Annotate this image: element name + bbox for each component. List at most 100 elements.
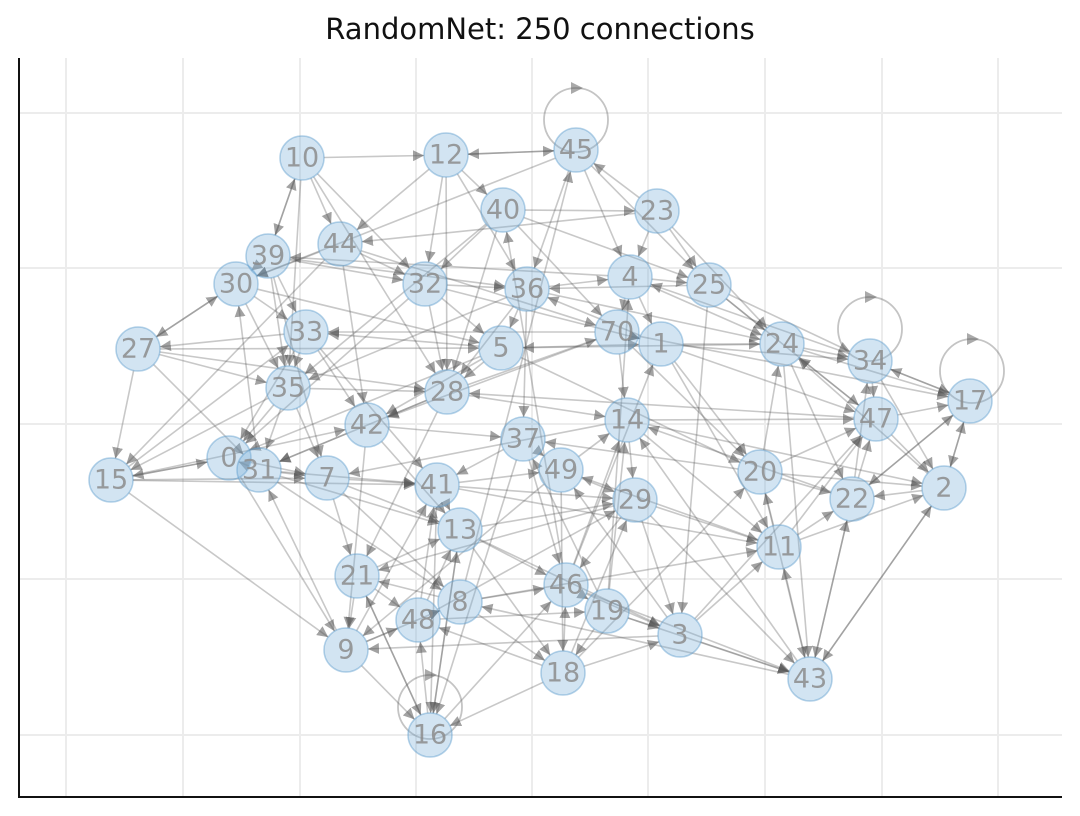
edge-3-to-9 xyxy=(367,635,659,655)
node-48: 48 xyxy=(395,597,441,643)
edge-48-to-19 xyxy=(439,607,586,620)
node-34: 34 xyxy=(847,338,893,384)
edge-27-to-35 xyxy=(159,353,267,386)
edge-33-to-27 xyxy=(159,333,285,352)
edge-5-to-0 xyxy=(249,355,481,451)
edge-18-to-48 xyxy=(438,626,543,667)
node-17: 17 xyxy=(947,378,993,424)
edge-23-to-24 xyxy=(671,226,768,329)
node-label: 7 xyxy=(318,463,335,494)
edge-30-to-39 xyxy=(250,259,264,272)
node-circle xyxy=(657,612,703,658)
edge-43-to-14 xyxy=(639,437,798,662)
node-21: 21 xyxy=(334,553,380,599)
node-label: 49 xyxy=(544,455,578,486)
edge-28-to-21 xyxy=(365,411,439,557)
edge-34-to-2 xyxy=(880,379,934,470)
node-circle xyxy=(686,262,732,308)
edge-31-to-30 xyxy=(234,305,258,449)
node-46: 46 xyxy=(543,562,589,608)
edge-36-to-28 xyxy=(459,305,515,376)
edge-22-to-17 xyxy=(868,414,954,486)
node-label: 32 xyxy=(408,269,442,300)
node-32: 32 xyxy=(402,261,448,307)
edge-70-to-14 xyxy=(617,353,629,399)
edge-28-to-14 xyxy=(468,394,606,421)
node-label: 18 xyxy=(546,658,580,689)
node-23: 23 xyxy=(634,188,680,234)
edge-16-to-46 xyxy=(444,600,552,720)
edge-11-to-49 xyxy=(581,475,759,541)
node-5: 5 xyxy=(478,325,524,371)
node-circle xyxy=(478,325,524,371)
edge-5-to-20 xyxy=(520,356,741,464)
node-circle xyxy=(402,261,448,307)
node-label: 16 xyxy=(413,720,447,751)
edge-43-to-8 xyxy=(481,603,789,676)
node-label: 28 xyxy=(430,377,464,408)
edge-30-to-33 xyxy=(253,295,289,321)
self-loop-arrow-34 xyxy=(865,291,877,303)
edge-3-to-47 xyxy=(694,434,862,620)
edge-29-to-3 xyxy=(641,520,675,615)
node-circle xyxy=(480,187,526,233)
edge-27-to-28 xyxy=(159,351,426,393)
node-label: 20 xyxy=(743,457,777,488)
edge-43-to-2 xyxy=(821,505,933,662)
edge-3-to-49 xyxy=(573,487,668,618)
edge-41-to-11 xyxy=(458,488,758,547)
node-label: 13 xyxy=(443,515,477,546)
edge-5-to-33 xyxy=(327,329,480,347)
node-label: 21 xyxy=(340,561,374,592)
node-label: 35 xyxy=(271,373,305,404)
edge-32-to-0 xyxy=(244,298,410,444)
node-circle xyxy=(638,321,684,367)
edge-13-to-3 xyxy=(479,538,661,627)
node-31: 31 xyxy=(236,447,282,493)
edge-49-to-29 xyxy=(581,477,615,493)
node-circle xyxy=(947,378,993,424)
node-label: 46 xyxy=(549,570,583,601)
node-label: 29 xyxy=(618,485,652,516)
node-18: 18 xyxy=(540,650,586,696)
chart-title: RandomNet: 250 connections xyxy=(325,12,755,46)
edge-24-to-17 xyxy=(802,349,950,397)
edge-19-to-43 xyxy=(627,617,790,674)
edge-20-to-24 xyxy=(762,365,782,451)
edge-12-to-40 xyxy=(461,169,488,196)
edge-11-to-47 xyxy=(791,436,864,530)
edge-15-to-33 xyxy=(128,344,289,468)
node-label: 37 xyxy=(506,424,540,455)
edge-10-to-28 xyxy=(312,176,437,374)
node-label: 24 xyxy=(765,329,799,360)
node-44: 44 xyxy=(317,221,363,267)
edge-13-to-16 xyxy=(429,551,458,714)
edge-10-to-44 xyxy=(310,177,332,225)
node-40: 40 xyxy=(480,187,526,233)
node-12: 12 xyxy=(423,132,469,178)
edge-9-to-8 xyxy=(365,609,441,643)
node-30: 30 xyxy=(213,261,259,307)
edge-45-to-30 xyxy=(256,157,556,277)
edge-13-to-18 xyxy=(472,547,551,656)
edge-5-to-1 xyxy=(522,339,640,351)
edge-0-to-15 xyxy=(132,461,208,480)
node-circle xyxy=(206,435,252,481)
edge-25-to-47 xyxy=(725,298,860,406)
edge-39-to-10 xyxy=(274,178,297,236)
node-27: 27 xyxy=(115,326,161,372)
node-39: 39 xyxy=(245,233,291,279)
node-label: 3 xyxy=(671,620,688,651)
node-circle xyxy=(344,402,390,448)
node-label: 8 xyxy=(451,587,468,618)
edge-0-to-7 xyxy=(250,461,306,477)
edge-8-to-18 xyxy=(477,613,546,662)
edge-12-to-44 xyxy=(356,168,430,231)
edge-24-to-22 xyxy=(790,363,844,480)
edge-70-to-20 xyxy=(632,346,745,458)
node-label: 30 xyxy=(219,269,253,300)
node-29: 29 xyxy=(612,477,658,523)
edge-12-to-28 xyxy=(441,176,453,371)
node-label: 47 xyxy=(859,404,893,435)
